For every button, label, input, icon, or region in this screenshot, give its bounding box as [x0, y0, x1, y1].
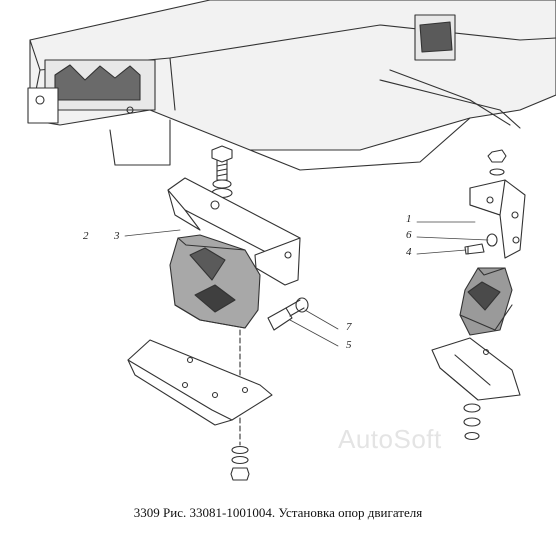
- right-lower-bracket: [431, 337, 521, 401]
- right-lower-washers: [463, 403, 481, 441]
- right-bracket: [469, 179, 526, 259]
- center-bolt-washer: [267, 297, 309, 331]
- main-rubber-cushion: [169, 234, 261, 329]
- figure-caption: 3309 Рис. 33081-1001004. Установка опор …: [133, 505, 423, 520]
- callout-label-1: 1: [406, 213, 412, 225]
- callout-label-2: 2: [83, 230, 89, 242]
- callout-label-5: 5: [346, 339, 352, 351]
- frame-rail: [27, 0, 556, 171]
- callout-label-6: 6: [406, 229, 412, 241]
- callout-label-7: 7: [346, 321, 352, 333]
- leader-lines: [124, 221, 489, 347]
- right-washer-bolt: [464, 233, 498, 255]
- lower-nut-stack: [230, 445, 250, 481]
- watermark: AutoSoft: [338, 424, 442, 454]
- right-upper-nut: [487, 149, 507, 176]
- upper-bracket: [167, 177, 301, 286]
- top-bolt: [211, 145, 233, 199]
- lower-bracket: [127, 339, 273, 426]
- right-rubber-cushion: [459, 267, 513, 336]
- callout-label-3: 3: [114, 230, 120, 242]
- callout-label-4: 4: [406, 246, 412, 258]
